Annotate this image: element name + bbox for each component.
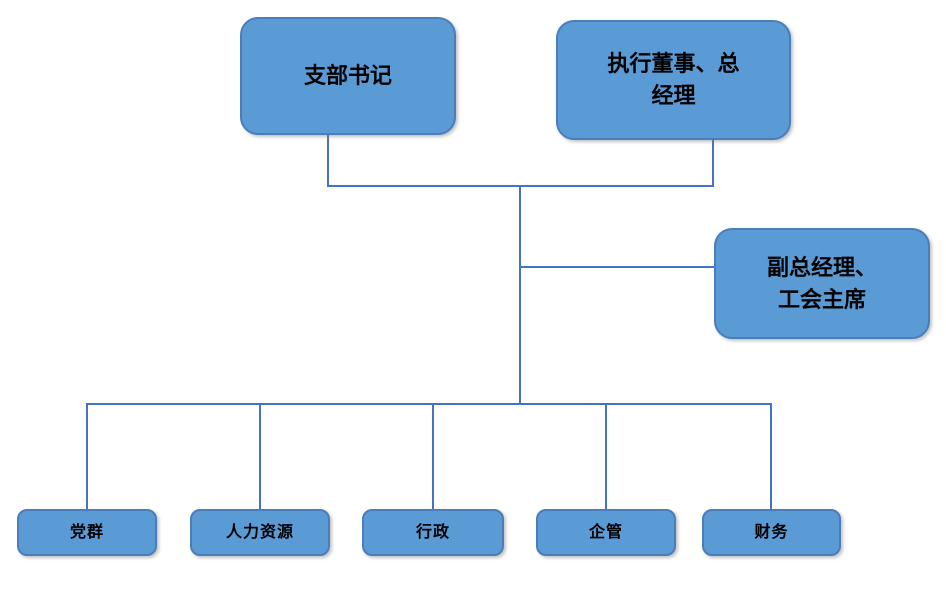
- node-renliziyuan-label: 人力资源: [225, 523, 294, 541]
- node-executive-director-label-line2: 经理: [651, 83, 696, 108]
- node-dangqun[interactable]: 党群: [17, 509, 157, 556]
- node-deputy-gm-label-line1: 副总经理、: [766, 254, 877, 280]
- node-deputy-gm-label-line2: 工会主席: [777, 286, 866, 312]
- node-executive-director[interactable]: 执行董事、总 经理: [556, 20, 791, 140]
- connector-drop-branch-secretary: [327, 135, 329, 187]
- connector-drop-dangqun: [86, 404, 88, 510]
- connector-bottom-horizontal: [86, 403, 772, 405]
- node-xingzheng-label: 行政: [415, 523, 450, 541]
- node-dangqun-label: 党群: [69, 523, 104, 541]
- node-deputy-gm[interactable]: 副总经理、 工会主席: [714, 228, 930, 339]
- node-renliziyuan[interactable]: 人力资源: [190, 509, 330, 556]
- connector-drop-caiwu: [770, 404, 772, 510]
- node-executive-director-label-line1: 执行董事、总: [607, 51, 740, 77]
- node-xingzheng[interactable]: 行政: [362, 509, 504, 556]
- node-branch-secretary-label: 支部书记: [303, 63, 392, 89]
- node-caiwu[interactable]: 财务: [702, 509, 841, 556]
- connector-drop-executive-director: [712, 140, 714, 187]
- node-qiguan[interactable]: 企管: [536, 509, 676, 556]
- connector-drop-qiguan: [605, 404, 607, 510]
- connector-drop-xingzheng: [432, 404, 434, 510]
- connector-drop-renliziyuan: [259, 404, 261, 510]
- connector-to-deputy-gm: [521, 266, 714, 268]
- node-caiwu-label: 财务: [754, 523, 789, 541]
- connector-center-vertical: [519, 186, 521, 405]
- node-qiguan-label: 企管: [588, 523, 623, 541]
- node-branch-secretary[interactable]: 支部书记: [240, 17, 456, 135]
